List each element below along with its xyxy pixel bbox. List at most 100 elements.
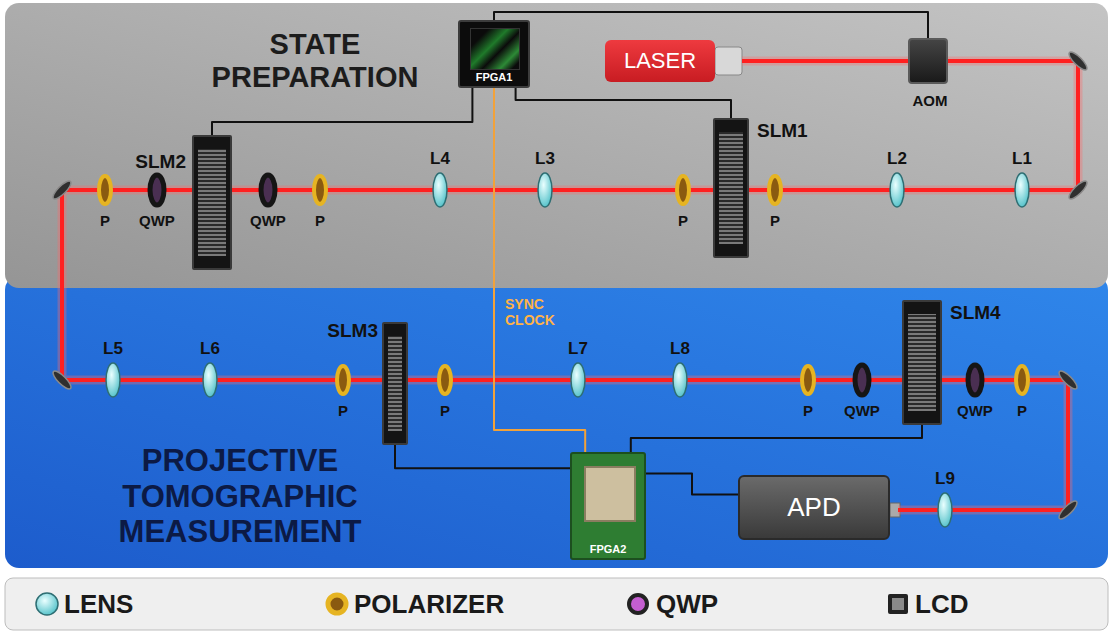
lcd-screen [198, 149, 226, 256]
legend-item: POLARIZER [354, 589, 504, 619]
mirror [1067, 179, 1090, 202]
spatial-light-modulator: SLM4 [902, 300, 942, 425]
polarizer [99, 176, 111, 204]
region-title: STATE PREPARATION [195, 28, 435, 95]
optic-label: P [803, 402, 813, 419]
legend-item: LENS [64, 589, 133, 619]
device-label: LASER [624, 48, 696, 74]
acousto-optic-modulator: AOM [908, 38, 948, 84]
title-anchor: PROJECTIVE TOMOGRAPHIC MEASUREMENT [110, 443, 370, 550]
legend-lcd-icon [888, 594, 908, 614]
optic-label: P [678, 212, 688, 229]
polarizer [677, 176, 689, 204]
laser-beam [62, 61, 1078, 510]
optic-label: P [440, 402, 450, 419]
region-band: FPGA1LASERAOMSLM1SLM2STATE PREPARATION [5, 3, 1108, 288]
legend-qwp-icon [629, 595, 647, 613]
optic-label: P [1017, 402, 1027, 419]
optic-label: P [338, 402, 348, 419]
label-anchor: SLM4 [950, 302, 1020, 324]
quarter-wave-plate [261, 175, 275, 205]
lcd-screen [719, 132, 743, 244]
lens [938, 493, 952, 527]
legend-polarizer-icon [328, 595, 346, 613]
polarizer [314, 176, 326, 204]
lens [433, 173, 447, 207]
polarizer [802, 366, 814, 394]
spatial-light-modulator: SLM1 [713, 118, 749, 258]
lens [1015, 173, 1029, 207]
optic-label: QWP [844, 402, 880, 419]
device-label: SLM2 [120, 151, 186, 173]
lens-label: L5 [103, 339, 123, 359]
label-anchor: SLM3 [320, 320, 378, 342]
mirror [51, 179, 74, 202]
optic-label: P [770, 212, 780, 229]
polarizer [439, 366, 451, 394]
lens [890, 173, 904, 207]
polarizer [769, 176, 781, 204]
lens-label: L9 [935, 469, 955, 489]
quarter-wave-plate [150, 175, 164, 205]
label-anchor: SLM1 [757, 120, 827, 142]
title-anchor: STATE PREPARATION [195, 28, 435, 95]
lens [203, 363, 217, 397]
lens-label: L6 [200, 339, 220, 359]
device-label: FPGA2 [590, 543, 627, 555]
mirror [1067, 50, 1090, 73]
preparation-band-fill [5, 3, 1108, 288]
optic-label: P [315, 212, 325, 229]
clock-wire [494, 88, 585, 452]
device-label: FPGA1 [476, 71, 513, 83]
polarizer [337, 366, 349, 394]
lens [538, 173, 552, 207]
polarizer [1016, 366, 1028, 394]
label-anchor: SLM2 [120, 151, 186, 173]
mirror [1057, 369, 1080, 392]
quarter-wave-plate [968, 365, 982, 395]
device-label: SLM1 [757, 120, 827, 142]
device-label: APD [787, 492, 840, 523]
label-anchor: AOM [890, 92, 970, 109]
beam-glow [62, 61, 1078, 510]
signal-wire [212, 88, 472, 135]
device-label: SLM3 [320, 320, 378, 342]
optic-label: QWP [139, 212, 175, 229]
lens-label: L4 [430, 149, 450, 169]
signal-wire [516, 88, 731, 118]
spatial-light-modulator: SLM3 [382, 322, 408, 445]
quarter-wave-plate [855, 365, 869, 395]
signal-wire [646, 474, 738, 495]
lcd-screen [908, 314, 936, 411]
legend-label: QWP [656, 589, 718, 619]
legend-label: POLARIZER [354, 589, 504, 619]
legend-lcd-screen [892, 598, 904, 610]
lens [673, 363, 687, 397]
lens [571, 363, 585, 397]
device-label: SLM4 [950, 302, 1020, 324]
lens-label: L1 [1012, 149, 1032, 169]
lens-label: L2 [887, 149, 907, 169]
photodetector-box: APD [738, 475, 890, 540]
legend-item: QWP [656, 589, 718, 619]
lens-label: L7 [568, 339, 588, 359]
lcd-screen [388, 336, 402, 431]
lens [106, 363, 120, 397]
lens-label: L3 [535, 149, 555, 169]
region-title: PROJECTIVE TOMOGRAPHIC MEASUREMENT [110, 443, 370, 550]
legend-lens-icon [36, 593, 58, 615]
mirror [51, 369, 74, 392]
signal-wire [494, 12, 928, 38]
legend-label: LENS [64, 589, 133, 619]
signal-wire [631, 425, 922, 452]
optic-label: P [100, 212, 110, 229]
laser-barrel [715, 47, 742, 75]
optic-label: QWP [250, 212, 286, 229]
fpga-board: FPGA1 [458, 20, 530, 88]
fpga-board: FPGA2 [570, 452, 646, 560]
wire-label: SYNC CLOCK [505, 296, 563, 328]
spatial-light-modulator: SLM2 [192, 135, 232, 270]
